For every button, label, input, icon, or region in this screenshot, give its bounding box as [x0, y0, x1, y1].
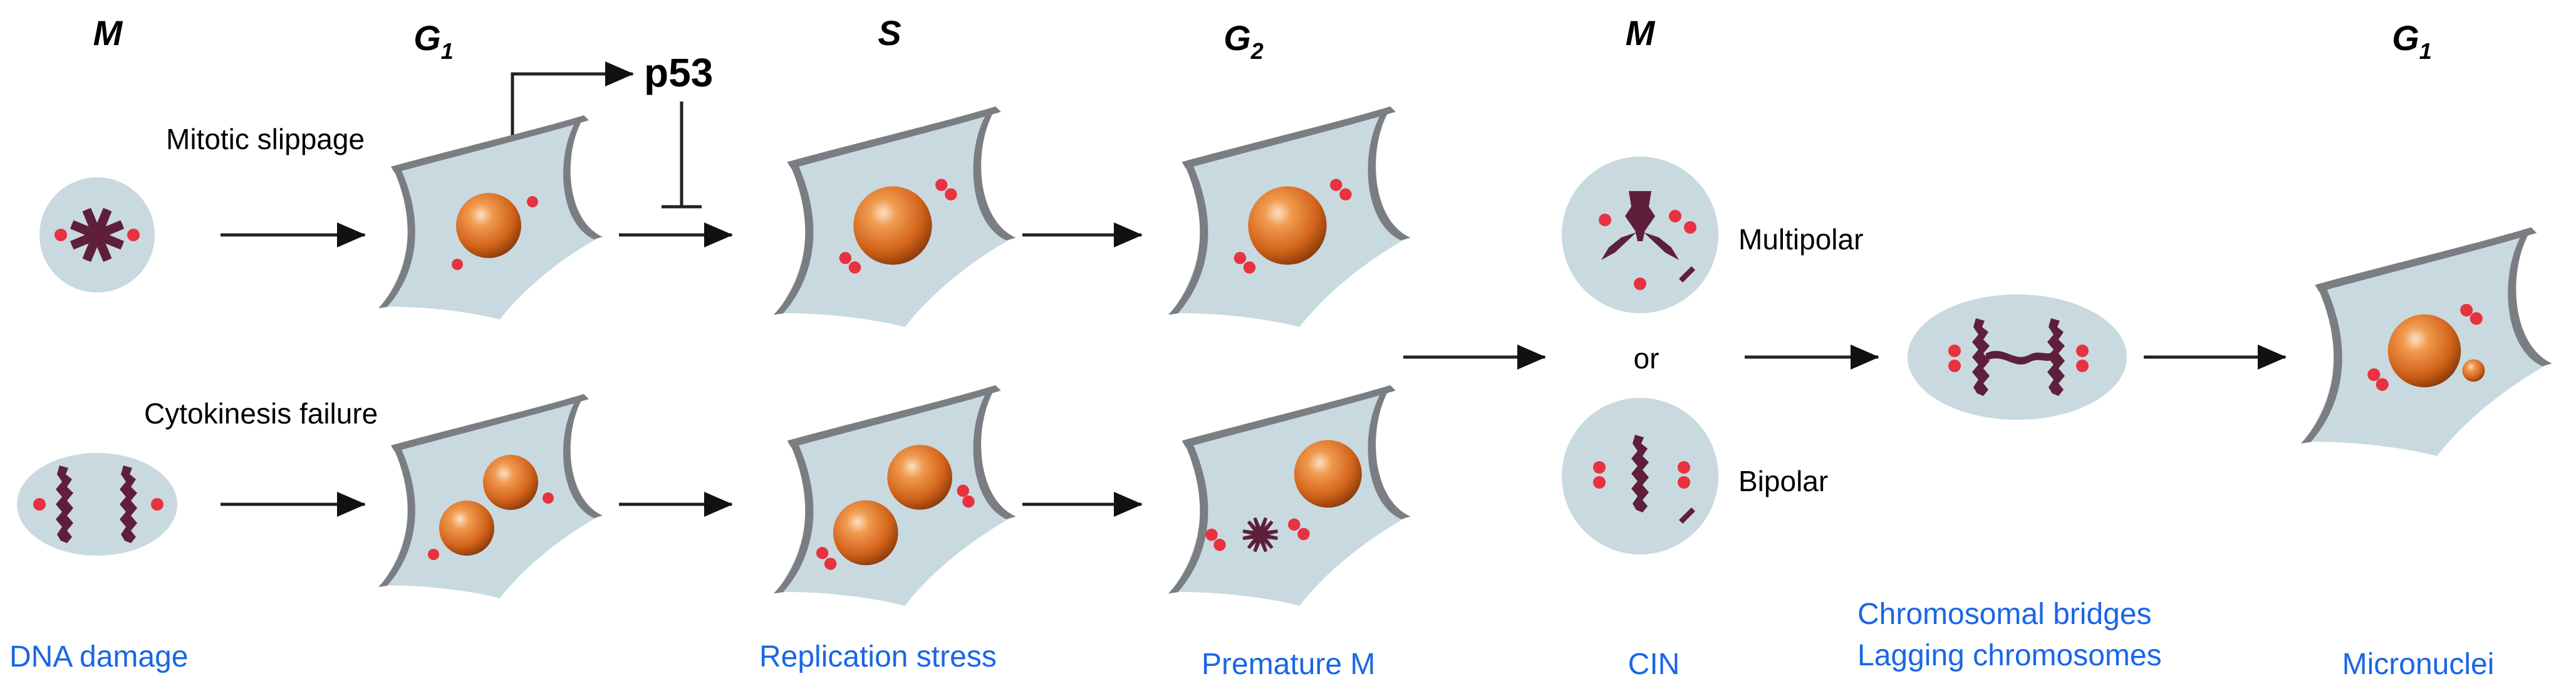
bipolar-label: Bipolar — [1738, 465, 1828, 497]
centrosome — [55, 229, 67, 241]
g1-cell-bottom — [378, 394, 603, 598]
nucleus — [833, 500, 898, 566]
or-label: or — [1634, 342, 1659, 375]
s-cell-top — [773, 106, 1016, 327]
mitotic-cell-top — [39, 177, 155, 293]
nucleus — [853, 186, 932, 265]
p53-activation-arrow — [511, 61, 634, 143]
mitotic-slippage-label: Mitotic slippage — [166, 123, 365, 155]
phase-label-m: M — [93, 13, 123, 53]
outcome-chromosomal-bridges: Chromosomal bridges — [1857, 598, 2152, 631]
centrosome — [127, 229, 140, 241]
s-cell-bottom — [773, 385, 1016, 606]
outcome-dna-damage: DNA damage — [9, 640, 189, 673]
g1-cell-micronucleus — [2300, 227, 2552, 456]
phase-label-s: S — [878, 13, 901, 53]
p53-inhibition-bar — [662, 101, 702, 209]
phase-label-g1-final: G1 — [2392, 18, 2432, 64]
p53-label: p53 — [644, 50, 713, 95]
g1-cell-top — [378, 115, 603, 320]
mitotic-cell-bottom — [17, 453, 177, 556]
centrosome — [151, 498, 164, 511]
cytokinesis-failure-label: Cytokinesis failure — [144, 397, 378, 430]
nucleus — [439, 501, 494, 556]
phase-label-g2: G2 — [1223, 18, 1264, 64]
nucleus — [2387, 314, 2461, 388]
nucleus — [1248, 186, 1327, 265]
nucleus — [483, 455, 538, 510]
outcome-cin: CIN — [1628, 648, 1680, 681]
outcome-micronuclei: Micronuclei — [2342, 648, 2495, 681]
phase-label-g1: G1 — [413, 18, 454, 64]
nucleus — [887, 444, 953, 510]
bipolar-mitosis-cell — [1562, 398, 1718, 554]
nucleus — [1294, 440, 1362, 508]
outcome-lagging-chromosomes: Lagging chromosomes — [1857, 639, 2162, 672]
g2-cell-top — [1168, 106, 1411, 327]
nucleus — [456, 193, 521, 258]
centrosome — [33, 498, 46, 511]
phase-label-m-second: M — [1626, 13, 1656, 53]
outcome-premature-m: Premature M — [1202, 648, 1375, 681]
chromosomal-bridge-cell — [1908, 294, 2127, 420]
multipolar-label: Multipolar — [1738, 223, 1863, 256]
multipolar-mitosis-cell — [1562, 157, 1718, 313]
g2-cell-bottom — [1168, 385, 1411, 606]
outcome-replication-stress: Replication stress — [759, 640, 997, 673]
micronucleus — [2462, 359, 2485, 382]
